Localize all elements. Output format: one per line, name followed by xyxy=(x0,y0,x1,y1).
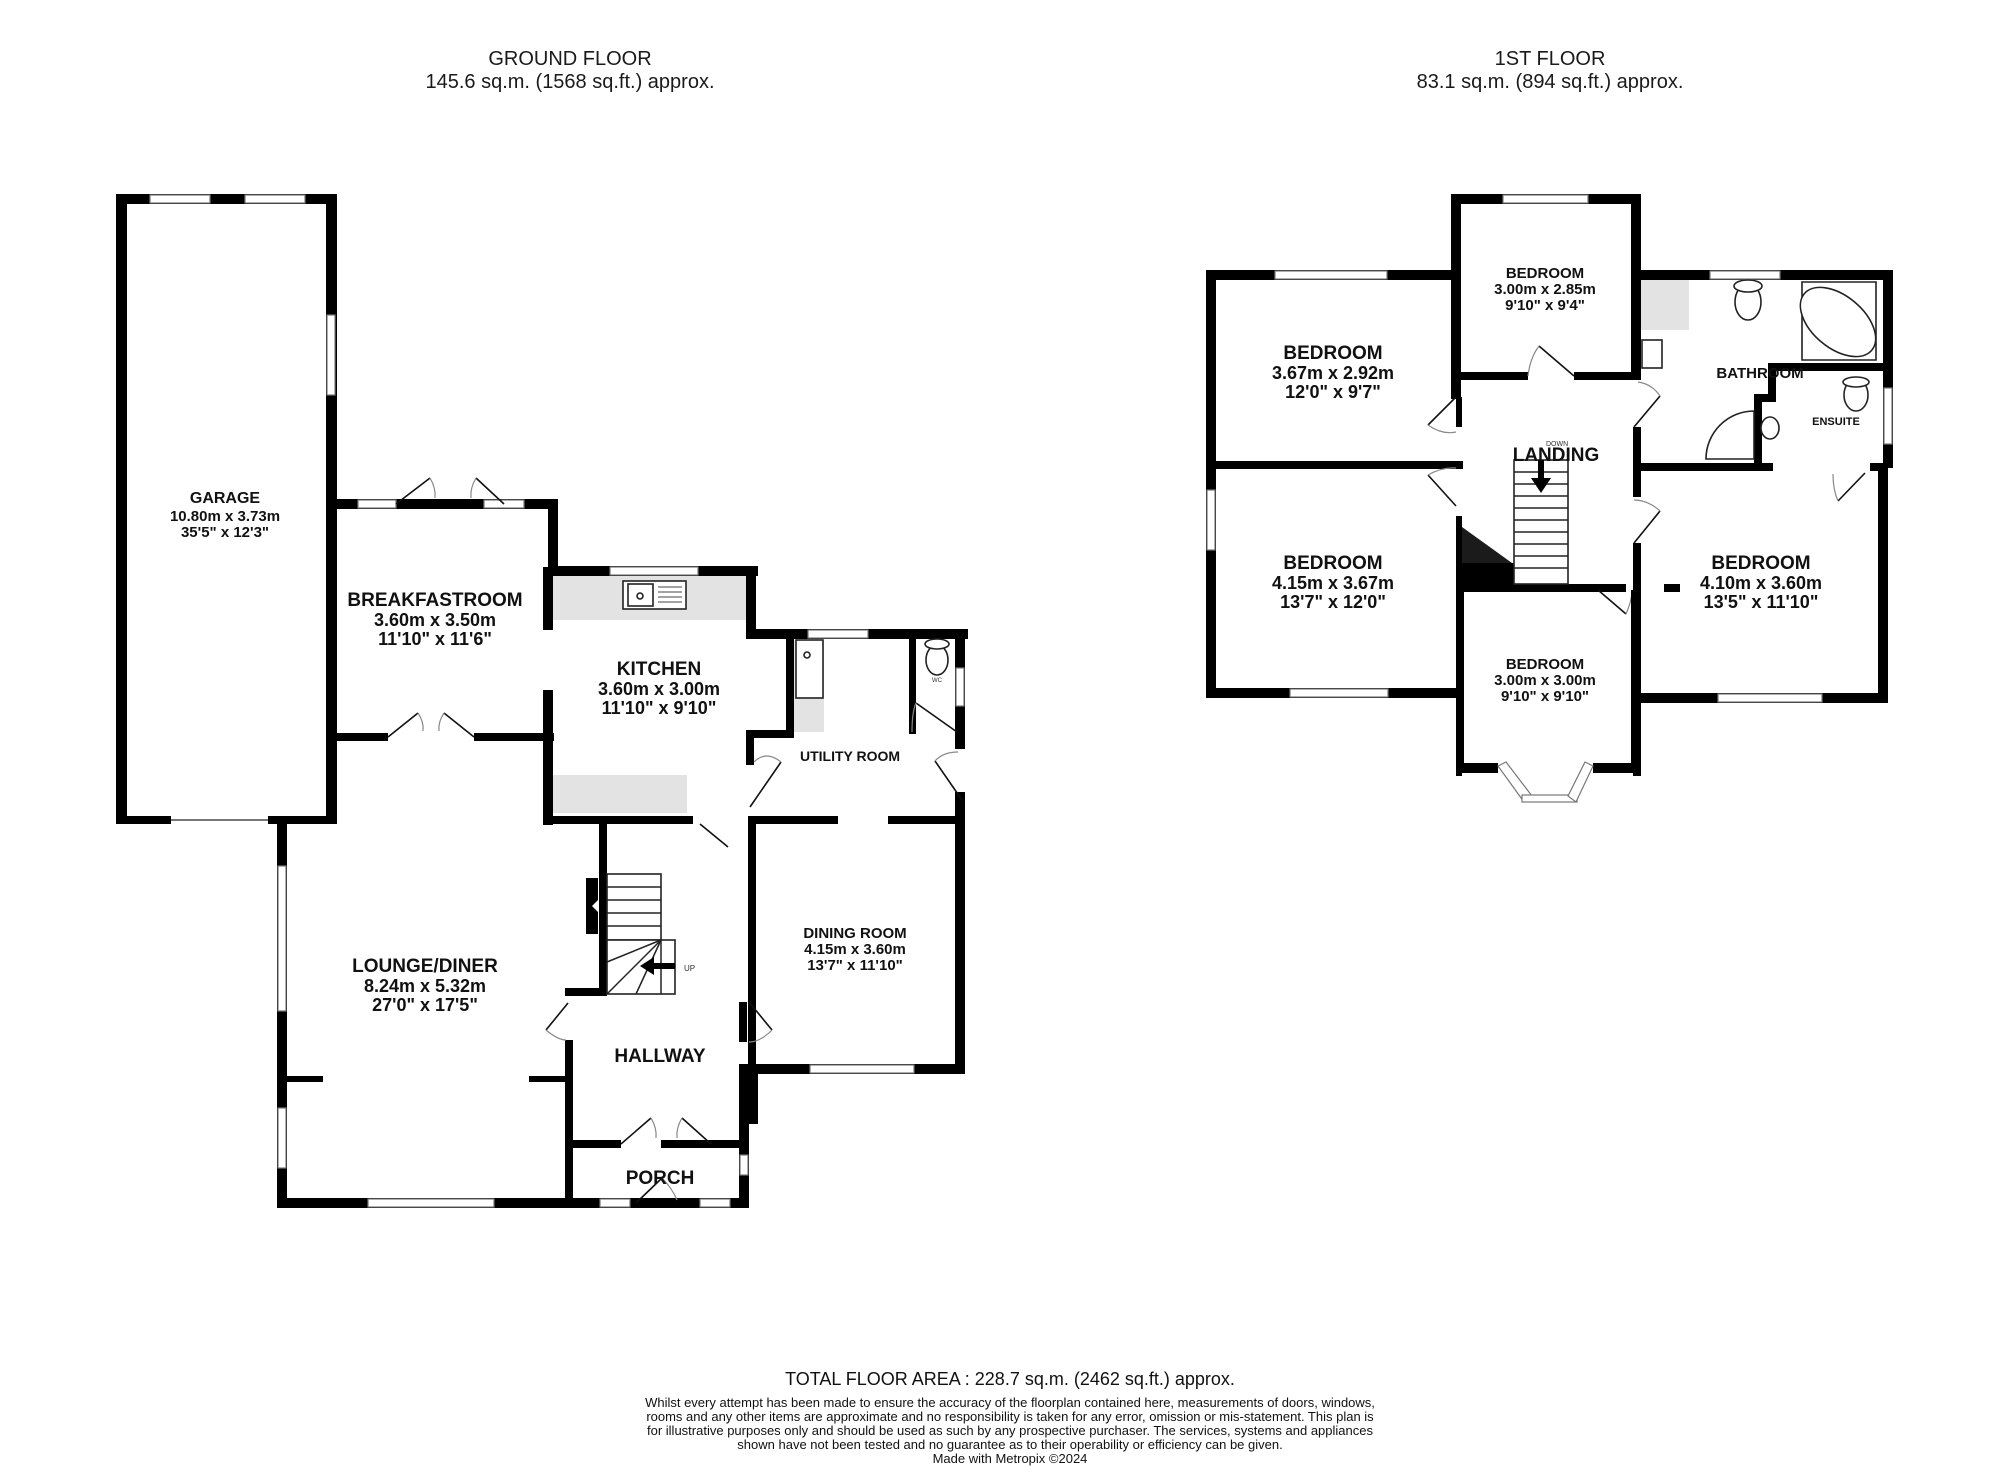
wc-label: WC xyxy=(932,678,942,684)
room-dimension-imperial: 35'5" x 12'3" xyxy=(180,524,270,541)
room-name: BEDROOM xyxy=(1505,656,1585,673)
room-label-porch: PORCH xyxy=(626,1168,695,1189)
room-dimension-metric: 4.10m x 3.60m xyxy=(1699,573,1823,593)
room-name: PORCH xyxy=(625,1168,695,1189)
room-name: BEDROOM xyxy=(1711,553,1811,574)
room-dimension-metric: 10.80m x 3.73m xyxy=(169,508,281,525)
room-label-bedroom-5: BEDROOM 3.00m x 3.00m 9'10" x 9'10" xyxy=(1494,656,1596,705)
room-dimension-metric: 3.67m x 2.92m xyxy=(1271,363,1395,383)
room-dimension-metric: 3.60m x 3.50m xyxy=(373,610,497,630)
stairs-down-label: DOWN xyxy=(1546,441,1569,448)
room-label-landing: LANDING xyxy=(1513,445,1600,466)
room-name: BEDROOM xyxy=(1283,553,1383,574)
room-label-garage: GARAGE 10.80m x 3.73m 35'5" x 12'3" xyxy=(170,488,280,541)
ground-floor-title: GROUND FLOOR xyxy=(488,48,652,70)
room-dimension-imperial: 13'7" x 11'10" xyxy=(807,957,903,974)
room-dimension-metric: 8.24m x 5.32m xyxy=(363,976,487,996)
room-label-bedroom-1: BEDROOM 3.67m x 2.92m 12'0" x 9'7" xyxy=(1272,343,1394,402)
room-name: BEDROOM xyxy=(1283,343,1383,364)
room-dimension-imperial: 9'10" x 9'10" xyxy=(1500,688,1590,705)
room-label-bathroom: BATHROOM xyxy=(1716,365,1803,382)
room-label-kitchen: KITCHEN 3.60m x 3.00m 11'10" x 9'10" xyxy=(598,659,720,718)
room-label-bedroom-4: BEDROOM 4.10m x 3.60m 13'5" x 11'10" xyxy=(1700,553,1822,612)
stairs-up-label: UP xyxy=(684,964,696,973)
room-dimension-imperial: 12'0" x 9'7" xyxy=(1285,382,1381,402)
room-label-bedroom-3: BEDROOM 4.15m x 3.67m 13'7" x 12'0" xyxy=(1272,553,1394,612)
disclaimer-text: Whilst every attempt has been made to en… xyxy=(645,1395,1375,1452)
room-dimension-metric: 3.00m x 3.00m xyxy=(1494,672,1596,689)
room-label-hallway: HALLWAY xyxy=(614,1046,705,1067)
room-name: ENSUITE xyxy=(1812,416,1860,428)
room-label-dining-room: DINING ROOM 4.15m x 3.60m 13'7" x 11'10" xyxy=(803,925,906,974)
room-name: DINING ROOM xyxy=(803,925,907,942)
first-floor-title: 1ST FLOOR xyxy=(1494,48,1606,70)
room-label-lounge-diner: LOUNGE/DINER 8.24m x 5.32m 27'0" x 17'5" xyxy=(352,956,498,1015)
room-label-utility-room: UTILITY ROOM xyxy=(800,748,900,765)
ground-floor-header: GROUND FLOOR 145.6 sq.m. (1568 sq.ft.) a… xyxy=(350,48,790,94)
room-dimension-imperial: 27'0" x 17'5" xyxy=(372,995,478,1015)
room-dimension-metric: 4.15m x 3.67m xyxy=(1271,573,1395,593)
ground-floor-area: 145.6 sq.m. (1568 sq.ft.) approx. xyxy=(425,71,715,93)
room-name: HALLWAY xyxy=(614,1046,706,1067)
room-dimension-metric: 3.60m x 3.00m xyxy=(597,679,721,699)
room-dimension-imperial: 11'10" x 11'6" xyxy=(378,629,492,649)
room-name: UTILITY ROOM xyxy=(799,748,901,764)
room-dimension-imperial: 13'5" x 11'10" xyxy=(1703,592,1819,612)
room-name: BEDROOM xyxy=(1505,265,1585,282)
room-dimension-imperial: 13'7" x 12'0" xyxy=(1280,592,1386,612)
room-name: BREAKFASTROOM xyxy=(347,590,523,611)
room-label-ensuite: ENSUITE xyxy=(1812,412,1860,433)
total-floor-area: TOTAL FLOOR AREA : 228.7 sq.m. (2462 sq.… xyxy=(785,1369,1235,1389)
first-floor-area: 83.1 sq.m. (894 sq.ft.) approx. xyxy=(1416,71,1684,93)
room-dimension-metric: 4.15m x 3.60m xyxy=(804,941,906,958)
first-floor-plan xyxy=(1206,194,1893,803)
room-dimension-imperial: 9'10" x 9'4" xyxy=(1505,297,1585,314)
room-name: LOUNGE/DINER xyxy=(352,956,498,977)
room-label-breakfastroom: BREAKFASTROOM 3.60m x 3.50m 11'10" x 11'… xyxy=(347,590,522,649)
room-name: KITCHEN xyxy=(616,659,702,680)
made-with-credit: Made with Metropix ©2024 xyxy=(932,1451,1088,1466)
room-dimension-metric: 3.00m x 2.85m xyxy=(1494,281,1596,298)
room-name: GARAGE xyxy=(189,490,261,507)
room-name: LANDING xyxy=(1512,445,1600,466)
first-floor-header: 1ST FLOOR 83.1 sq.m. (894 sq.ft.) approx… xyxy=(1360,48,1740,94)
footer: TOTAL FLOOR AREA : 228.7 sq.m. (2462 sq.… xyxy=(640,1368,1380,1466)
room-dimension-imperial: 11'10" x 9'10" xyxy=(601,698,717,718)
ground-floor-plan xyxy=(116,194,968,1208)
room-name: BATHROOM xyxy=(1716,365,1804,382)
room-label-bedroom-2: BEDROOM 3.00m x 2.85m 9'10" x 9'4" xyxy=(1494,265,1596,314)
